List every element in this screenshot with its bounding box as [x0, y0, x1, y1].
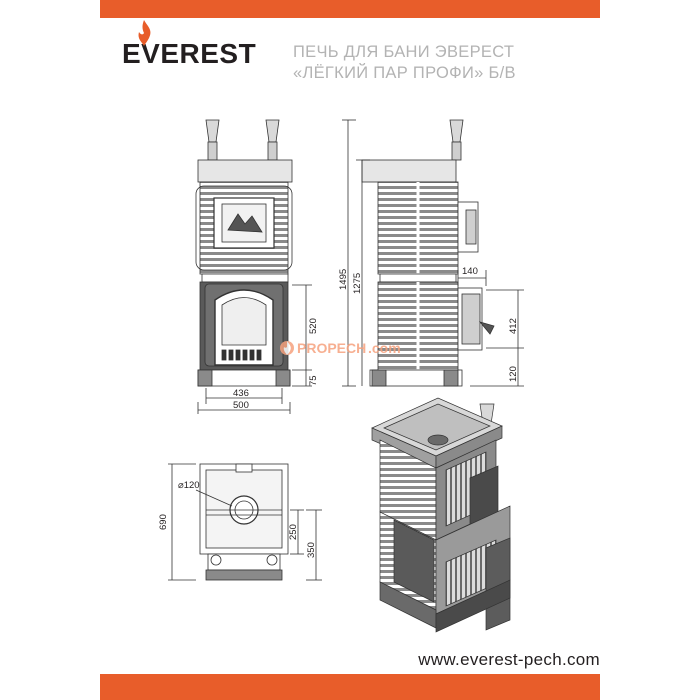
side-view	[342, 119, 524, 387]
bottom-accent-bar	[100, 674, 600, 700]
dim-depth: 690	[158, 514, 169, 530]
dim-door-height: 520	[308, 318, 319, 334]
dim-flue-diameter: ⌀120	[178, 480, 200, 491]
dim-width-total: 500	[233, 400, 249, 411]
watermark-part1: PROPECH	[297, 340, 366, 356]
watermark-part2: .com	[368, 340, 401, 356]
dim-side-base: 120	[508, 366, 519, 382]
top-accent-bar	[100, 0, 600, 18]
dim-base-height: 75	[308, 375, 319, 386]
dim-height-body: 1275	[352, 273, 363, 294]
flame-icon	[138, 20, 151, 46]
front-view	[195, 119, 312, 414]
brand-logo: EVEREST	[122, 20, 256, 70]
watermark: PROPECH .com	[280, 340, 401, 356]
title-line-1: ПЕЧЬ ДЛЯ БАНИ ЭВЕРЕСТ	[293, 43, 515, 61]
website-url[interactable]: www.everest-pech.com	[418, 650, 600, 669]
top-view	[168, 463, 322, 581]
dim-side-offset: 140	[462, 266, 478, 277]
dim-flue-offset-350: 350	[306, 542, 317, 558]
dim-width-inner: 436	[233, 388, 249, 399]
cutaway-view	[371, 397, 511, 633]
dim-height-total: 1495	[338, 269, 349, 290]
dim-flue-offset-250: 250	[288, 524, 299, 540]
product-title: ПЕЧЬ ДЛЯ БАНИ ЭВЕРЕСТ «ЛЁГКИЙ ПАР ПРОФИ»…	[293, 42, 583, 84]
dim-side-door-height: 412	[508, 318, 519, 334]
title-line-2: «ЛЁГКИЙ ПАР ПРОФИ» Б/В	[293, 64, 516, 82]
